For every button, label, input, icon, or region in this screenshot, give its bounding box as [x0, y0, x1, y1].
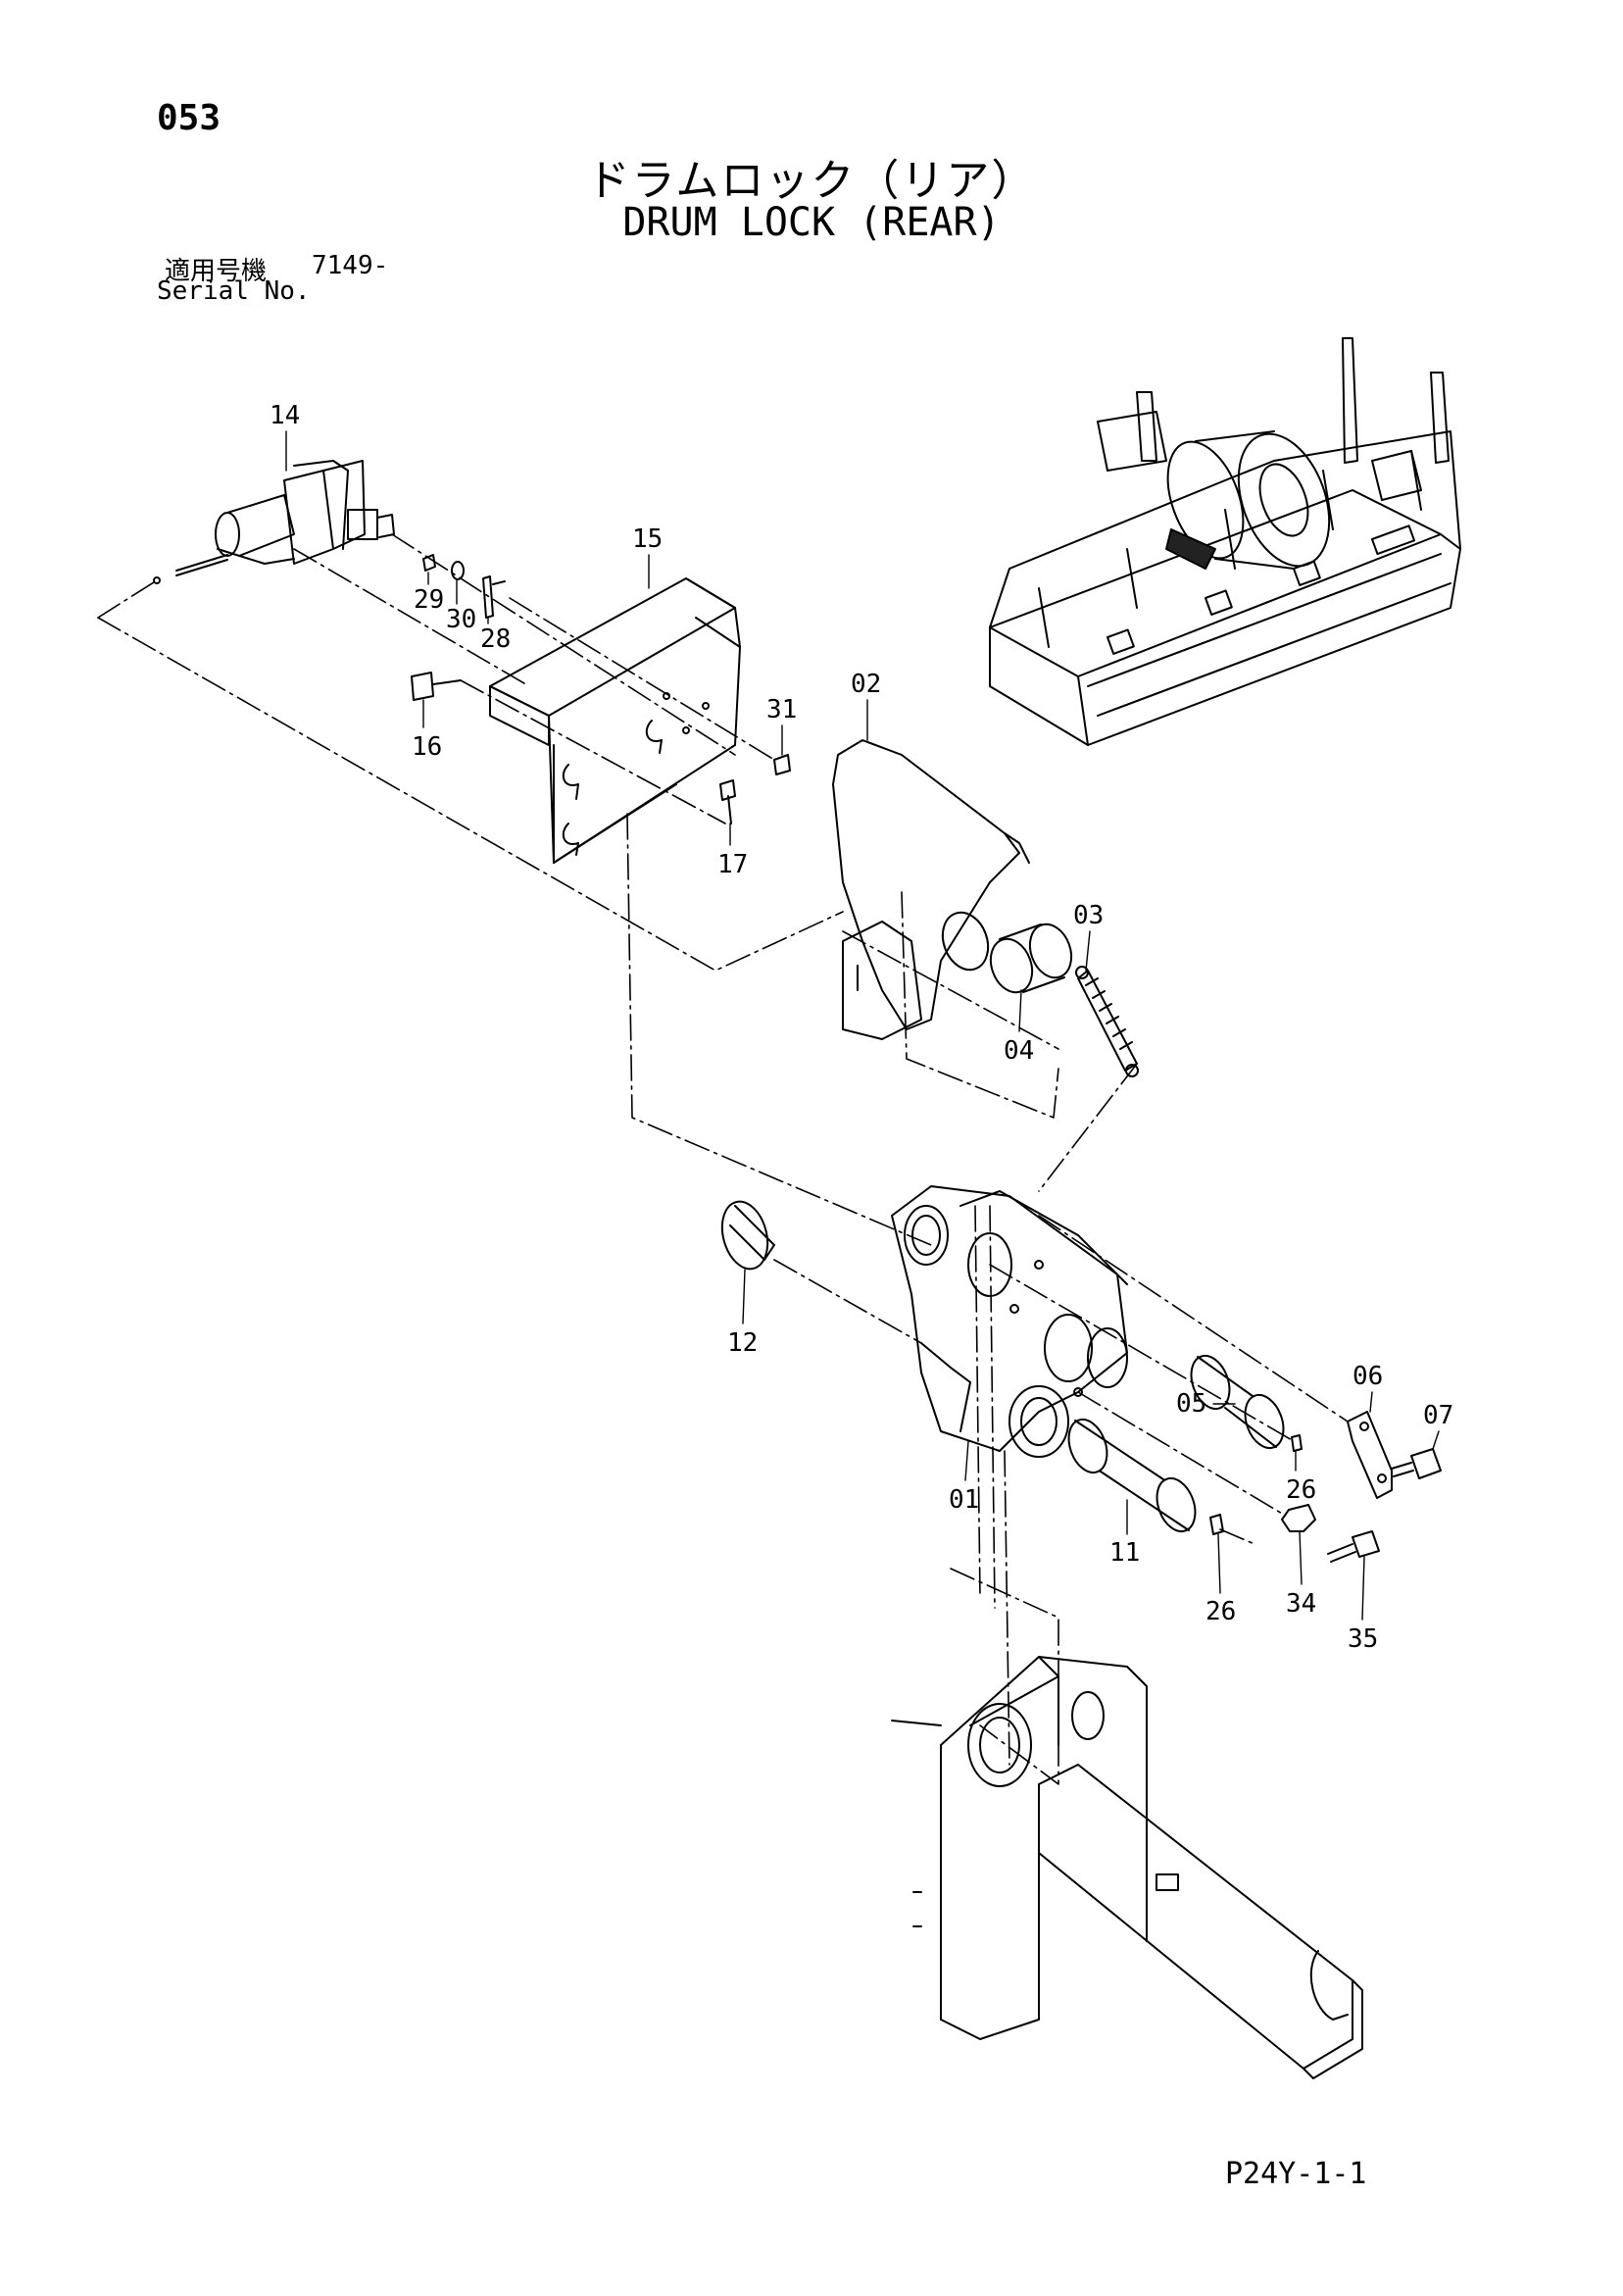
callout-14: 14: [270, 401, 300, 430]
nut-part-34: [1281, 1504, 1316, 1532]
bracket-part-01: [891, 1185, 1128, 1458]
serial-label-english: Serial No.: [157, 276, 311, 306]
drawing-code: P24Y-1-1: [1225, 2157, 1367, 2191]
spring-part-03: [1075, 966, 1139, 1077]
bolt-29: [422, 554, 436, 572]
callout-11: 11: [1109, 1538, 1140, 1568]
bushing-part-04: [989, 923, 1073, 994]
callout-26-upper: 26: [1286, 1475, 1316, 1505]
callout-01: 01: [949, 1485, 979, 1515]
page-number: 053: [157, 98, 221, 138]
serial-value: 7149-: [312, 251, 389, 280]
title-english: DRUM LOCK (REAR): [622, 200, 1001, 245]
bolt-part-35: [1327, 1530, 1380, 1563]
pin-part-05: [1190, 1354, 1285, 1450]
callout-05: 05: [1176, 1389, 1206, 1419]
roll-pin-26-lower: [1209, 1514, 1224, 1535]
callout-34: 34: [1286, 1589, 1316, 1619]
callout-28: 28: [480, 624, 511, 654]
callout-06: 06: [1352, 1362, 1383, 1391]
bolt-17: [719, 779, 736, 824]
callout-29: 29: [414, 585, 444, 615]
callout-31: 31: [766, 695, 797, 724]
cover-plate-part-15: [489, 577, 741, 864]
callout-04: 04: [1004, 1036, 1034, 1066]
nut-31: [773, 754, 791, 775]
lock-lever-part-02: [832, 739, 1030, 1040]
plate-part-06: [1347, 1411, 1393, 1499]
callout-15: 15: [632, 524, 663, 554]
callout-16: 16: [412, 732, 442, 762]
actuator-part-14: [153, 460, 395, 584]
mounting-bracket: [891, 1656, 1363, 2079]
callout-02: 02: [851, 670, 881, 699]
callout-12: 12: [727, 1328, 758, 1358]
callout-30: 30: [446, 605, 476, 634]
serial-label-japanese: 適用号機: [165, 257, 268, 286]
callout-35: 35: [1348, 1624, 1378, 1654]
lock-pin-part-12: [720, 1200, 775, 1271]
callout-labels: 14 15 29 30 28 16 31 17 02 03 04 12 06 0…: [270, 401, 1453, 1654]
washer-30: [451, 561, 465, 580]
assembly-lines: [97, 533, 1349, 1785]
bolt-part-07: [1391, 1448, 1442, 1479]
callout-17: 17: [717, 850, 748, 879]
roll-pin-26-upper: [1291, 1434, 1303, 1452]
machine-frame-overview: [989, 337, 1461, 746]
callout-03: 03: [1073, 901, 1104, 930]
pin-part-11: [1067, 1418, 1197, 1533]
clip-28: [482, 575, 506, 619]
callout-26-lower: 26: [1205, 1597, 1236, 1626]
bolt-16: [411, 672, 462, 701]
title-japanese: ドラムロック（リア）: [586, 156, 1037, 206]
callout-07: 07: [1423, 1401, 1453, 1430]
small-fasteners: [411, 554, 791, 824]
callout-leaders: [285, 430, 1440, 1621]
